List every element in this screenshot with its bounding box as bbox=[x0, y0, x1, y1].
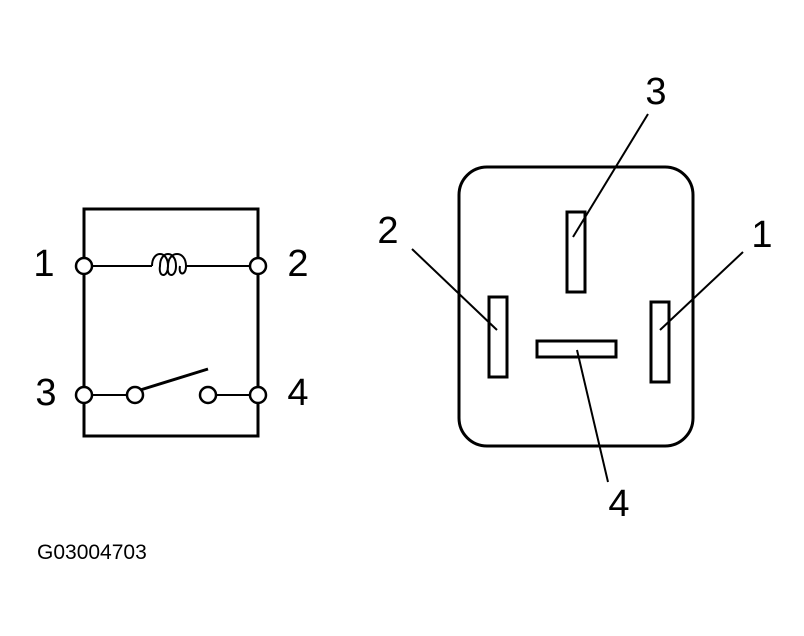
pin-2-blade bbox=[487, 295, 509, 379]
pin-3-leader bbox=[572, 113, 649, 238]
schematic-housing bbox=[82, 207, 260, 438]
terminal-label-3: 3 bbox=[35, 372, 56, 414]
switch-contact-moving bbox=[125, 385, 145, 405]
switch-contact-arm bbox=[136, 367, 209, 393]
pin-label-4: 4 bbox=[608, 483, 629, 525]
pin-label-3: 3 bbox=[645, 71, 666, 113]
pin-label-1: 1 bbox=[751, 214, 772, 256]
coil-icon bbox=[151, 253, 196, 276]
terminal-label-4: 4 bbox=[287, 372, 308, 414]
terminal-node-2 bbox=[248, 256, 268, 276]
terminal-node-1 bbox=[74, 256, 94, 276]
connector-housing bbox=[457, 165, 695, 448]
pin-2-leader bbox=[411, 248, 498, 331]
switch-contact-fixed bbox=[198, 385, 218, 405]
pin-1-leader bbox=[659, 251, 744, 331]
pin-1-blade bbox=[649, 300, 671, 384]
figure-id: G03004703 bbox=[37, 541, 147, 564]
terminal-label-2: 2 bbox=[287, 243, 308, 285]
terminal-node-3 bbox=[74, 385, 94, 405]
pin-3-blade bbox=[565, 210, 587, 294]
pin-4-leader bbox=[576, 349, 609, 483]
pin-label-2: 2 bbox=[377, 210, 398, 252]
relay-schematic: 1 2 3 4 bbox=[33, 207, 309, 438]
relay-connector: 3 2 1 4 bbox=[377, 71, 772, 525]
pin-4-blade bbox=[535, 339, 618, 359]
terminal-label-1: 1 bbox=[33, 243, 54, 285]
terminal-node-4 bbox=[248, 385, 268, 405]
